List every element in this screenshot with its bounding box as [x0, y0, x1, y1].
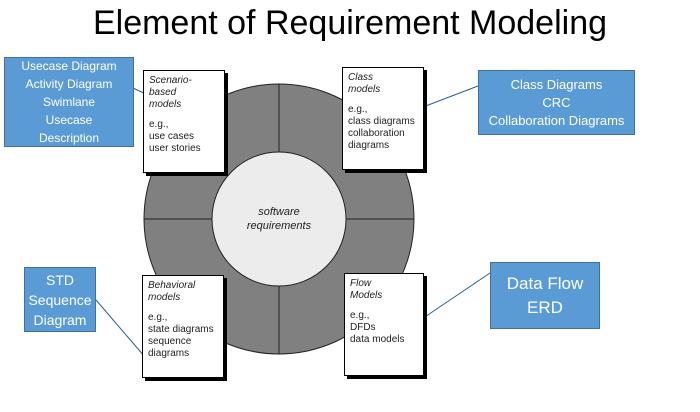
center-label: software requirements: [246, 206, 312, 232]
class-models-box: Class models e.g., class diagrams collab…: [342, 67, 424, 170]
flow-callout: Data Flow ERD: [490, 262, 600, 329]
connector-behavioral: [95, 299, 146, 358]
behavioral-models-title: Behavioral models: [148, 280, 196, 303]
scenario-callout: Usecase Diagram Activity Diagram Swimlan…: [4, 57, 134, 147]
class-models-title: Class models: [348, 72, 381, 95]
scenario-models-box: Scenario- based models e.g., use cases u…: [143, 70, 225, 173]
class-models-examples: e.g., class diagrams collaboration diagr…: [348, 104, 415, 151]
scenario-models-title: Scenario- based models: [149, 75, 192, 110]
page-title: Element of Requirement Modeling: [92, 4, 608, 42]
scenario-models-examples: e.g., use cases user stories: [149, 119, 201, 154]
center-circle: [211, 151, 347, 287]
flow-models-title: Flow Models: [350, 278, 383, 301]
behavioral-models-examples: e.g., state diagrams sequence diagrams: [148, 312, 214, 359]
flow-models-examples: e.g., DFDs data models: [350, 310, 405, 345]
behavioral-models-box: Behavioral models e.g., state diagrams s…: [142, 275, 224, 378]
class-callout: Class Diagrams CRC Collaboration Diagram…: [478, 70, 635, 135]
behavioral-callout: STD Sequence Diagram: [24, 267, 96, 332]
flow-models-box: Flow Models e.g., DFDs data models: [344, 273, 424, 376]
